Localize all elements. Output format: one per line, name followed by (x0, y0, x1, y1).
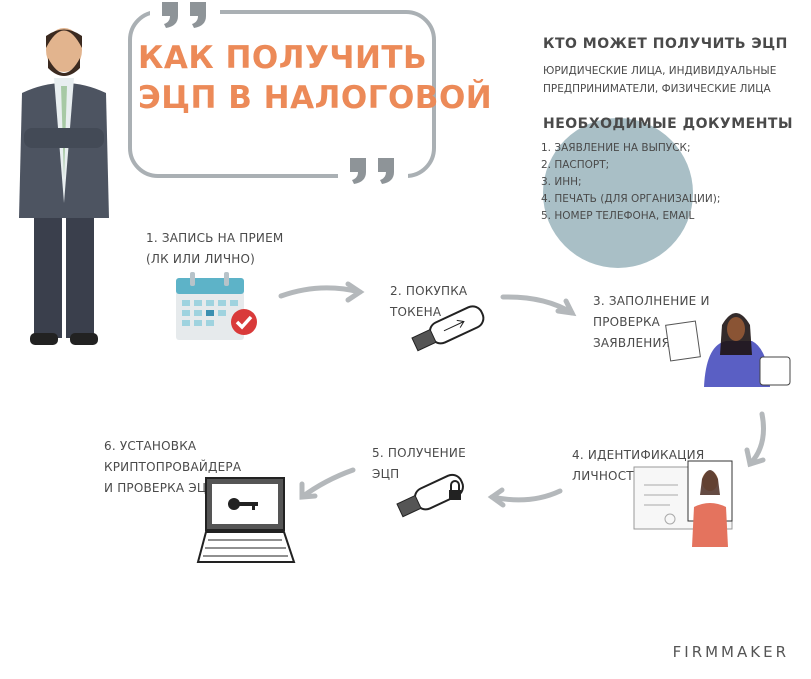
doc-item: 2. ПАСПОРТ; (541, 159, 610, 171)
decorative-circle (543, 118, 693, 268)
usb-token-icon (411, 305, 485, 352)
usb-lock-icon (396, 473, 464, 518)
arrow-3-to-4 (747, 411, 766, 467)
who-line: ЮРИДИЧЕСКИЕ ЛИЦА, ИНДИВИДУАЛЬНЫЕ (543, 65, 777, 77)
step-text: ЛИЧНОСТИ (572, 469, 643, 483)
step-text: ЗАЯВЛЕНИЯ (593, 336, 671, 350)
who-line: ПРЕДПРИНИМАТЕЛИ, ФИЗИЧЕСКИЕ ЛИЦА (543, 83, 771, 95)
quote-close-icon (338, 154, 408, 188)
docs-list: 1. ЗАЯВЛЕНИЕ НА ВЫПУСК; 2. ПАСПОРТ; 3. И… (541, 140, 720, 225)
step-text: И ПРОВЕРКА ЭЦП (104, 481, 216, 495)
step-text: 1. ЗАПИСЬ НА ПРИЕМ (146, 231, 284, 245)
doc-item: 1. ЗАЯВЛЕНИЕ НА ВЫПУСК; (541, 142, 691, 154)
who-heading: КТО МОЖЕТ ПОЛУЧИТЬ ЭЦП (543, 36, 788, 52)
arrow-5-to-6 (299, 467, 356, 500)
step-6-label: 6. УСТАНОВКА КРИПТОПРОВАЙДЕРА И ПРОВЕРКА Э… (104, 436, 241, 499)
woman-with-document-illustration (665, 313, 791, 387)
brand-logo: FIRMMAKER (672, 643, 789, 661)
title-frame (128, 10, 436, 178)
step-text: 6. УСТАНОВКА (104, 439, 197, 453)
step-text: 2. ПОКУПКА (390, 284, 468, 298)
step-text: 5. ПОЛУЧЕНИЕ (372, 446, 466, 460)
arrow-1-to-2 (278, 285, 363, 299)
identity-document-illustration (633, 460, 733, 547)
step-1-label: 1. ЗАПИСЬ НА ПРИЕМ (ЛК ИЛИ ЛИЧНО) (146, 228, 283, 270)
step-text: 4. ИДЕНТИФИКАЦИЯ (572, 448, 705, 462)
quote-open-icon (150, 0, 220, 30)
calendar-check-icon (176, 272, 257, 340)
step-text: (ЛК ИЛИ ЛИЧНО) (146, 252, 256, 266)
step-text: КРИПТОПРОВАЙДЕРА (104, 460, 242, 474)
step-text: 3. ЗАПОЛНЕНИЕ И (593, 294, 710, 308)
step-2-label: 2. ПОКУПКА ТОКЕНА (390, 281, 467, 323)
page-title: КАК ПОЛУЧИТЬ ЭЦП В НАЛОГОВОЙ (138, 38, 492, 118)
arrow-4-to-5 (489, 488, 563, 503)
step-5-label: 5. ПОЛУЧЕНИЕ ЭЦП (372, 443, 466, 485)
doc-item: 4. ПЕЧАТЬ (ДЛЯ ОРГАНИЗАЦИИ); (541, 193, 721, 205)
step-text: ТОКЕНА (390, 305, 442, 319)
docs-heading: НЕОБХОДИМЫЕ ДОКУМЕНТЫ (543, 116, 793, 132)
step-text: ПРОВЕРКА (593, 315, 661, 329)
step-3-label: 3. ЗАПОЛНЕНИЕ И ПРОВЕРКА ЗАЯВЛЕНИЯ (593, 291, 710, 354)
title-line-1: КАК ПОЛУЧИТЬ (138, 40, 428, 76)
doc-item: 3. ИНН; (541, 176, 582, 188)
title-line-2: ЭЦП В НАЛОГОВОЙ (138, 80, 493, 116)
businessman-illustration (19, 28, 109, 345)
step-text: ЭЦП (372, 467, 400, 481)
step-4-label: 4. ИДЕНТИФИКАЦИЯ ЛИЧНОСТИ (572, 445, 704, 487)
who-text: ЮРИДИЧЕСКИЕ ЛИЦА, ИНДИВИДУАЛЬНЫЕ ПРЕДПРИ… (543, 62, 776, 98)
doc-item: 5. НОМЕР ТЕЛЕФОНА, EMAIL (541, 210, 695, 222)
laptop-key-icon (196, 477, 296, 563)
